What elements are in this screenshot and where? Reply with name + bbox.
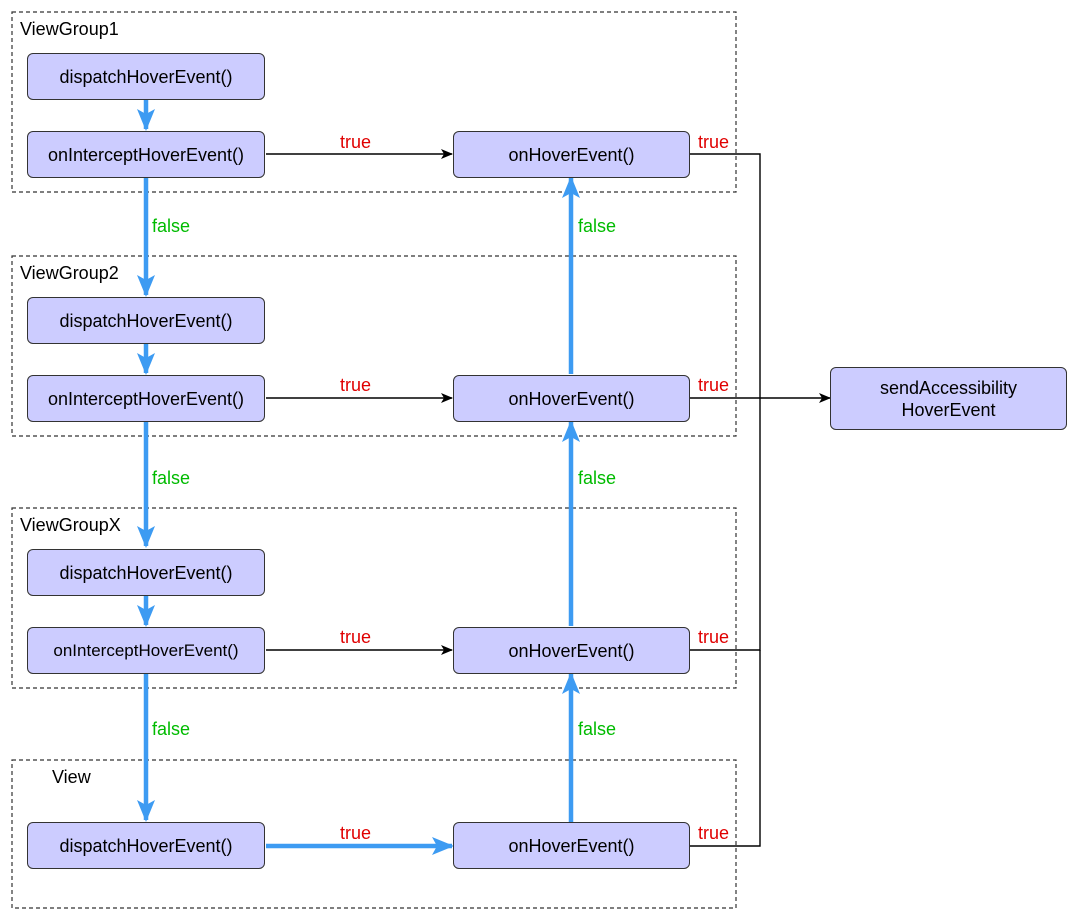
node-viewgroupx-intercept: onInterceptHoverEvent()	[27, 627, 265, 674]
edge-view-hover-true	[690, 650, 761, 847]
node-viewgroup1-dispatch: dispatchHoverEvent()	[27, 53, 265, 100]
edge-hover1-true	[690, 153, 761, 398]
group-label-viewgroup1: ViewGroup1	[20, 19, 119, 39]
label-true-hover2: true	[698, 375, 729, 395]
node-viewgroup2-hover: onHoverEvent()	[453, 375, 690, 422]
label-false-hover2: false	[578, 216, 616, 236]
label-true-view-hover: true	[698, 823, 729, 843]
node-send-accessibility-hover-event: sendAccessibility HoverEvent	[830, 367, 1067, 430]
group-label-view: View	[52, 767, 92, 787]
label-true-intercept1: true	[340, 132, 371, 152]
node-viewgroup1-intercept: onInterceptHoverEvent()	[27, 131, 265, 178]
node-viewgroupx-dispatch: dispatchHoverEvent()	[27, 549, 265, 596]
label-true-view-dispatch: true	[340, 823, 371, 843]
node-viewgroup2-dispatch: dispatchHoverEvent()	[27, 297, 265, 344]
label-false-intercept2: false	[152, 468, 190, 488]
group-viewgroupx	[11, 507, 737, 689]
group-label-viewgroup2: ViewGroup2	[20, 263, 119, 283]
group-viewgroup2	[11, 255, 737, 437]
node-viewgroup1-hover: onHoverEvent()	[453, 131, 690, 178]
label-true-hoverx: true	[698, 627, 729, 647]
label-false-hoverx: false	[578, 468, 616, 488]
label-true-interceptx: true	[340, 627, 371, 647]
label-false-interceptx: false	[152, 719, 190, 739]
label-true-intercept2: true	[340, 375, 371, 395]
node-viewgroup2-intercept: onInterceptHoverEvent()	[27, 375, 265, 422]
group-view	[11, 759, 737, 909]
label-true-hover1: true	[698, 132, 729, 152]
node-viewgroupx-hover: onHoverEvent()	[453, 627, 690, 674]
node-view-dispatch: dispatchHoverEvent()	[27, 822, 265, 869]
label-false-intercept1: false	[152, 216, 190, 236]
label-false-view-hover: false	[578, 719, 616, 739]
node-view-hover: onHoverEvent()	[453, 822, 690, 869]
group-label-viewgroupx: ViewGroupX	[20, 515, 121, 535]
group-viewgroup1	[11, 11, 737, 193]
